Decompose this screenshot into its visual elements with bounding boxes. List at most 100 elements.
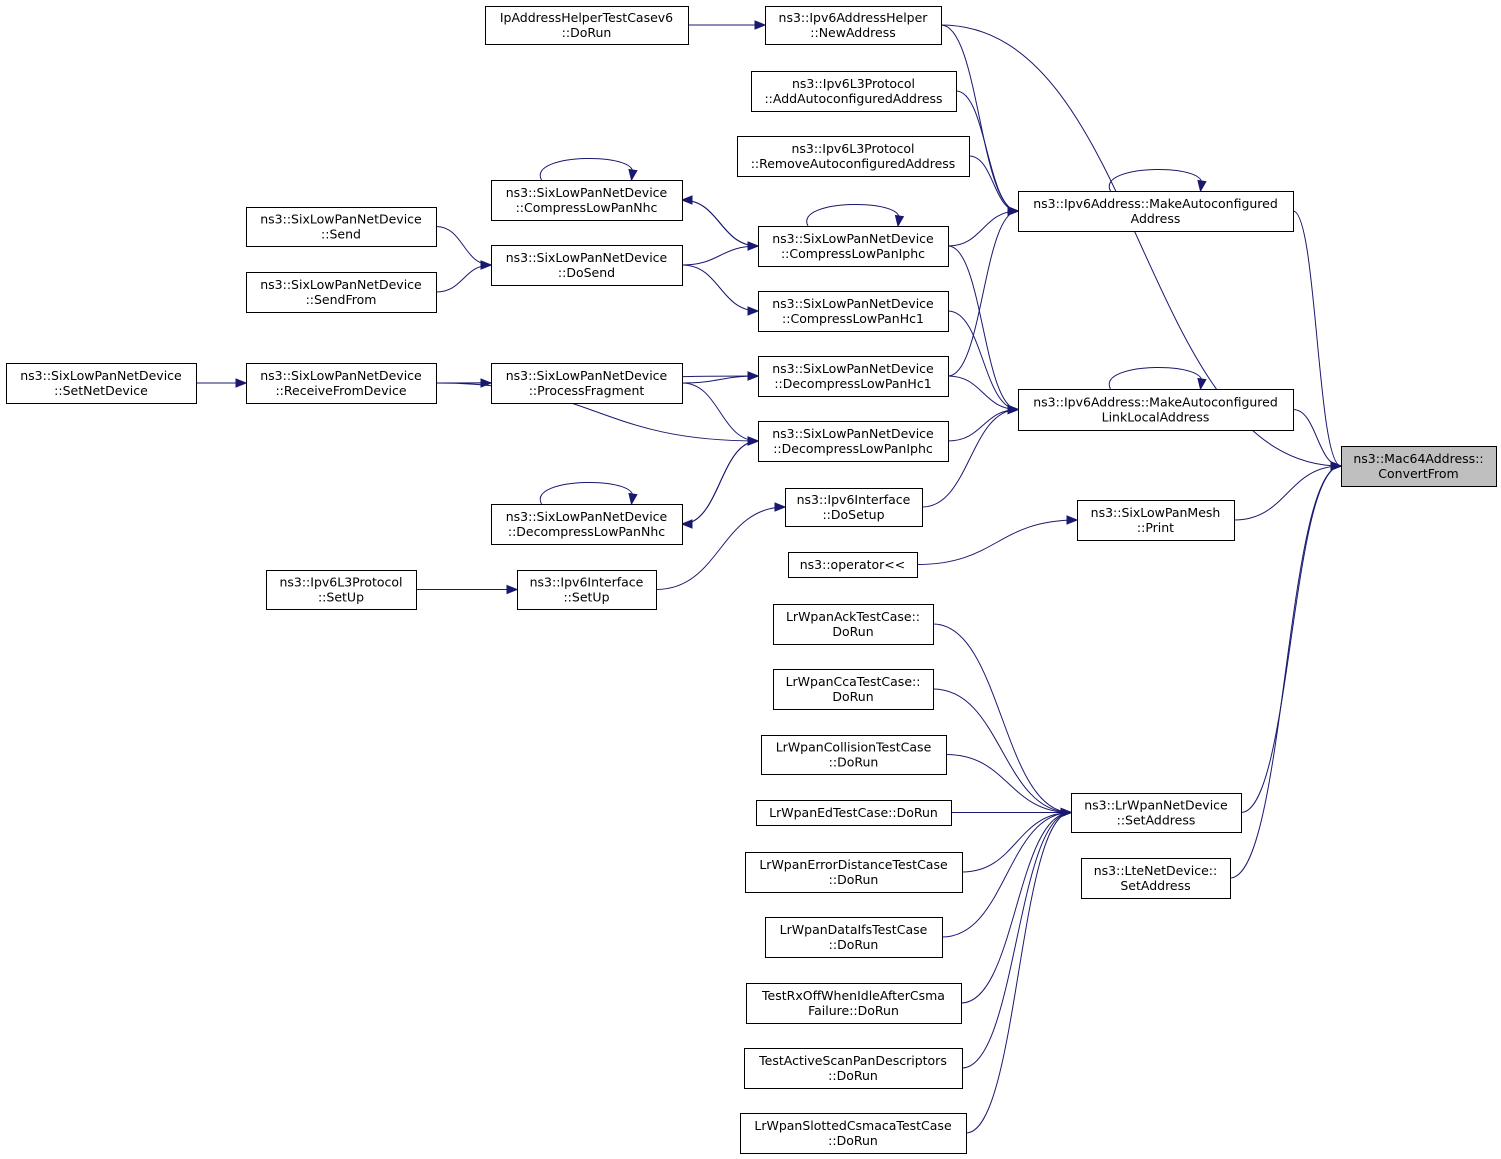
node-label: ns3::LteNetDevice:: xyxy=(1094,863,1217,878)
node-lrwpanerrordistance-dorun[interactable]: LrWpanErrorDistanceTestCase::DoRun xyxy=(745,852,963,893)
node-label: ::SetUp xyxy=(563,590,609,605)
node-lrwpaned-dorun[interactable]: LrWpanEdTestCase::DoRun xyxy=(756,800,952,826)
node-sixlowpan-decompresslowpaniphc[interactable]: ns3::SixLowPanNetDevice::DecompressLowPa… xyxy=(758,421,949,462)
edge-sixlowpanmesh-print-to-mac64-convertfrom xyxy=(1233,461,1343,521)
node-ipv6addresshelper-newaddress[interactable]: ns3::Ipv6AddressHelper::NewAddress xyxy=(765,6,942,45)
node-label: ns3::LrWpanNetDevice xyxy=(1084,798,1228,813)
arrowhead-icon xyxy=(747,436,760,446)
node-sixlowpan-compresslowpaniphc[interactable]: ns3::SixLowPanNetDevice::CompressLowPanI… xyxy=(758,226,949,267)
edge-line xyxy=(945,754,1072,813)
arrowhead-icon xyxy=(1066,515,1079,525)
node-box xyxy=(765,6,942,45)
node-layer: ns3::Mac64Address::ConvertFrom IpAddressH… xyxy=(6,6,1497,1154)
node-lrwpancollision-dorun[interactable]: LrWpanCollisionTestCase::DoRun xyxy=(761,735,947,775)
edge-line xyxy=(681,199,759,247)
node-sixlowpan-dosend[interactable]: ns3::SixLowPanNetDevice::DoSend xyxy=(491,245,683,286)
node-label: ns3::SixLowPanNetDevice xyxy=(260,368,422,383)
arrowhead-icon xyxy=(480,260,493,270)
node-label: ns3::SixLowPanNetDevice xyxy=(772,296,934,311)
edge-lrwpanacktestcase-dorun-to-lrwpannetdevice-setaddress xyxy=(932,623,1073,818)
node-sixlowpan-decompresslowpanhc1[interactable]: ns3::SixLowPanNetDevice::DecompressLowPa… xyxy=(758,356,949,397)
node-label: Failure::DoRun xyxy=(808,1003,899,1018)
node-lrwpancca-dorun[interactable]: LrWpanCcaTestCase::DoRun xyxy=(773,669,934,710)
edge-line xyxy=(806,204,900,227)
node-ipv6l3protocol-setup[interactable]: ns3::Ipv6L3Protocol::SetUp xyxy=(266,570,417,610)
arrowhead-icon xyxy=(1060,807,1073,818)
node-lrwpanslottedcsmaca-dorun[interactable]: LrWpanSlottedCsmacaTestCase::DoRun xyxy=(740,1113,967,1154)
node-label: ns3::SixLowPanNetDevice xyxy=(772,231,934,246)
node-mac64-convertfrom[interactable]: ns3::Mac64Address::ConvertFrom xyxy=(1341,446,1497,487)
edge-sixlowpan-dosend-to-sixlowpan-compresslowpanhc1 xyxy=(681,264,760,316)
node-sixlowpan-processfragment[interactable]: ns3::SixLowPanNetDevice::ProcessFragment xyxy=(491,363,683,404)
node-label: ns3::Ipv6L3Protocol xyxy=(792,76,915,91)
node-sixlowpan-setnetdevice[interactable]: ns3::SixLowPanNetDevice::SetNetDevice xyxy=(6,363,197,404)
node-ipv6interface-dosetup[interactable]: ns3::Ipv6Interface::DoSetup xyxy=(785,488,923,527)
edge-line xyxy=(961,812,1072,1069)
edge-line xyxy=(916,519,1078,565)
node-label: LinkLocalAddress xyxy=(1102,410,1210,425)
edge-ltenetdevice-setaddress-to-mac64-convertfrom xyxy=(1229,461,1343,879)
arrowhead-icon xyxy=(1007,404,1020,415)
node-box xyxy=(246,363,437,404)
node-sixlowpan-sendfrom[interactable]: ns3::SixLowPanNetDevice::SendFrom xyxy=(246,272,437,313)
node-label: LrWpanDataIfsTestCase xyxy=(780,922,928,937)
node-ipv6address-makeautoconfiguredaddress[interactable]: ns3::Ipv6Address::MakeAutoconfiguredAddr… xyxy=(1018,191,1294,232)
edge-ipv6l3protocol-removeautoconfiguredaddress-to-ipv6address-makeautoconfiguredaddress xyxy=(968,155,1020,216)
edge-sixlowpan-decompresslowpannhc-to-sixlowpan-decompresslowpannhc xyxy=(539,482,638,506)
node-sixlowpanmesh-print[interactable]: ns3::SixLowPanMesh::Print xyxy=(1077,500,1235,541)
node-sixlowpan-decompresslowpannhc[interactable]: ns3::SixLowPanNetDevice::DecompressLowPa… xyxy=(491,504,683,545)
node-ipv6l3protocol-addautoconfiguredaddress[interactable]: ns3::Ipv6L3Protocol::AddAutoconfiguredAd… xyxy=(751,71,957,112)
node-sixlowpan-send[interactable]: ns3::SixLowPanNetDevice::Send xyxy=(246,207,437,247)
node-sixlowpan-receivefromdevice[interactable]: ns3::SixLowPanNetDevice::ReceiveFromDevi… xyxy=(246,363,437,404)
node-label: LrWpanAckTestCase:: xyxy=(786,609,920,624)
node-box xyxy=(773,604,934,645)
node-label: DoRun xyxy=(832,624,873,639)
node-box xyxy=(785,488,923,527)
node-label: Address xyxy=(1131,211,1181,226)
node-box xyxy=(266,570,417,610)
node-ltenetdevice-setaddress[interactable]: ns3::LteNetDevice::SetAddress xyxy=(1081,858,1231,899)
node-operator-shift[interactable]: ns3::operator<< xyxy=(788,552,918,578)
node-lrwpannetdevice-setaddress[interactable]: ns3::LrWpanNetDevice::SetAddress xyxy=(1071,793,1242,833)
node-box xyxy=(1071,793,1242,833)
node-box xyxy=(1018,191,1294,232)
node-label: ns3::Ipv6Interface xyxy=(530,575,644,590)
arrowhead-icon xyxy=(628,168,638,182)
node-box xyxy=(491,504,683,545)
node-box xyxy=(491,180,683,221)
node-label: ::DoRun xyxy=(828,1068,878,1083)
edge-sixlowpan-processfragment-to-sixlowpan-decompresslowpanhc1 xyxy=(681,371,760,384)
edge-sixlowpan-sendfrom-to-sixlowpan-dosend xyxy=(435,260,493,293)
edge-ipv6interface-dosetup-to-ipv6address-makeautoconfiguredlinklocaladdress xyxy=(921,404,1020,508)
node-lrwpanacktestcase-dorun[interactable]: LrWpanAckTestCase::DoRun xyxy=(773,604,934,645)
node-box xyxy=(788,552,918,578)
edge-sixlowpan-compresslowpannhc-to-sixlowpan-compresslowpannhc xyxy=(539,158,638,182)
node-label: ::Send xyxy=(321,227,361,242)
node-ipv6l3protocol-removeautoconfiguredaddress[interactable]: ns3::Ipv6L3Protocol::RemoveAutoconfigure… xyxy=(737,136,970,177)
node-label: ns3::SixLowPanNetDevice xyxy=(772,361,934,376)
node-label: ::SetUp xyxy=(318,590,364,605)
node-label: SetAddress xyxy=(1120,878,1190,893)
node-label: LrWpanCollisionTestCase xyxy=(776,740,932,755)
node-lrwpandataifs-dorun[interactable]: LrWpanDataIfsTestCase::DoRun xyxy=(765,917,943,958)
node-ipv6interface-setup[interactable]: ns3::Ipv6Interface::SetUp xyxy=(517,570,657,610)
node-label: ns3::SixLowPanMesh xyxy=(1091,505,1221,520)
edge-ipv6address-makeautoconfiguredaddress-to-ipv6address-makeautoconfiguredaddress xyxy=(1108,169,1207,193)
arrowhead-icon xyxy=(680,195,693,205)
edge-line xyxy=(539,482,634,505)
node-label: DoRun xyxy=(832,689,873,704)
edge-layer xyxy=(196,20,1343,1134)
edge-line xyxy=(681,264,759,312)
arrowhead-icon xyxy=(680,519,693,529)
edge-line xyxy=(1229,465,1342,879)
node-ipv6address-makeautoconfiguredlinklocaladdress[interactable]: ns3::Ipv6Address::MakeAutoconfiguredLink… xyxy=(1018,389,1294,431)
node-sixlowpan-compresslowpannhc[interactable]: ns3::SixLowPanNetDevice::CompressLowPanN… xyxy=(491,180,683,221)
node-box xyxy=(1341,446,1497,487)
node-testactivescan-dorun[interactable]: TestActiveScanPanDescriptors::DoRun xyxy=(744,1048,963,1089)
node-sixlowpan-compresslowpanhc1[interactable]: ns3::SixLowPanNetDevice::CompressLowPanH… xyxy=(758,291,949,332)
node-ipaddresshelpertestcasev6-dorun[interactable]: IpAddressHelperTestCasev6::DoRun xyxy=(485,6,689,45)
node-label: ns3::SixLowPanNetDevice xyxy=(772,426,934,441)
edge-ipv6address-makeautoconfiguredlinklocaladdress-to-ipv6address-makeautoconfiguredlinklocaladdress xyxy=(1108,367,1207,391)
edge-line xyxy=(955,90,1019,212)
